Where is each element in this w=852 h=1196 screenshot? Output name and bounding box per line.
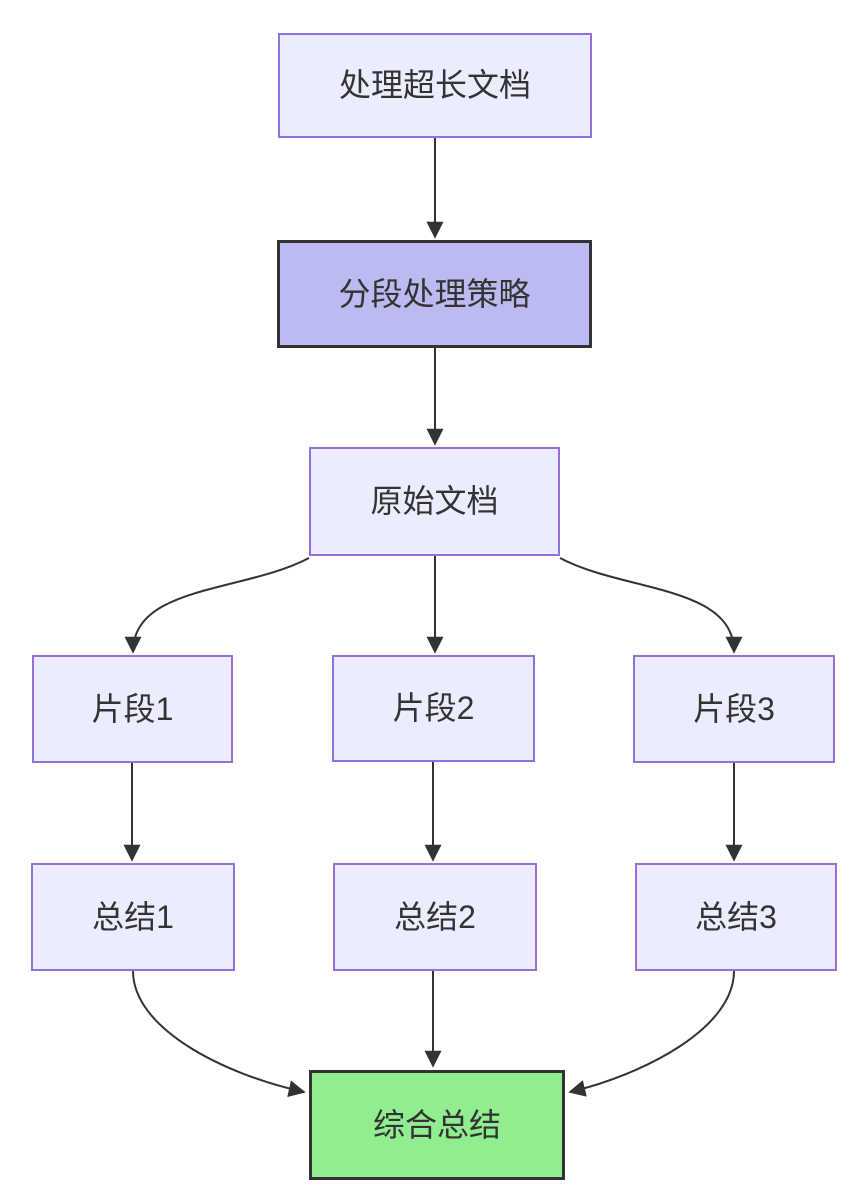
node-fragment-1: 片段1 <box>32 655 233 763</box>
node-summary-3-label: 总结3 <box>695 898 777 935</box>
edge-summary1-final <box>132 970 306 1098</box>
node-final-summary-label: 综合总结 <box>372 1106 501 1143</box>
node-strategy-label: 分段处理策略 <box>338 275 531 312</box>
node-summary-2: 总结2 <box>333 863 537 971</box>
node-fragment-2: 片段2 <box>332 655 535 762</box>
node-summary-2-label: 总结2 <box>394 898 476 935</box>
node-fragment-3-label: 片段3 <box>693 690 775 727</box>
node-original-doc: 原始文档 <box>309 447 560 556</box>
node-strategy: 分段处理策略 <box>277 240 592 348</box>
edge-summary3-final <box>568 970 735 1097</box>
node-fragment-1-label: 片段1 <box>91 690 174 727</box>
node-summary-1: 总结1 <box>31 863 235 971</box>
node-original-doc-label: 原始文档 <box>370 483 499 520</box>
node-final-summary: 综合总结 <box>309 1070 565 1180</box>
node-summary-1-label: 总结1 <box>92 898 174 935</box>
node-fragment-2-label: 片段2 <box>392 690 475 727</box>
node-input-doc: 处理超长文档 <box>278 33 592 138</box>
node-summary-3: 总结3 <box>635 863 837 971</box>
edge-original-fragment1 <box>124 557 310 654</box>
node-input-doc-label: 处理超长文档 <box>338 67 531 104</box>
node-fragment-3: 片段3 <box>633 655 835 763</box>
edge-original-fragment3 <box>559 557 743 654</box>
